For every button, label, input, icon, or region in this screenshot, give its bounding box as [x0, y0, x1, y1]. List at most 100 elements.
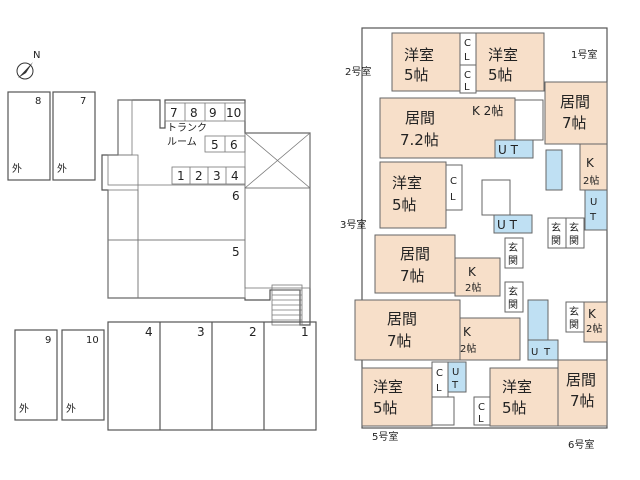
svg-text:玄: 玄	[551, 221, 561, 234]
svg-text:K: K	[588, 307, 597, 321]
svg-text:K: K	[468, 265, 477, 279]
parking-bays: 4 3 2 1	[107, 321, 317, 431]
svg-text:L: L	[464, 82, 470, 93]
unit2-bedroom-line2: 5帖	[404, 66, 429, 84]
svg-text:玄: 玄	[508, 285, 518, 298]
parking-spot-number: 9	[45, 335, 51, 346]
svg-text:C: C	[464, 38, 471, 49]
svg-text:U: U	[590, 197, 597, 208]
apartment-block: 洋室 5帖 CL CL 洋室 5帖 2号室 1号室 居間 7.2帖 K 2帖 U…	[340, 27, 608, 451]
trunk-room-label-line2: ルーム	[167, 136, 197, 148]
parking-bay-number: 3	[197, 325, 205, 339]
unit1-bedroom	[475, 32, 545, 92]
parking-bay-number: 2	[249, 325, 257, 339]
row-number: 6	[232, 189, 240, 203]
svg-text:K: K	[586, 156, 595, 170]
parking-bay-number: 1	[301, 325, 309, 339]
stairs	[271, 284, 303, 326]
unit2-living-line2: 7.2帖	[400, 131, 439, 149]
svg-text:C: C	[450, 176, 457, 187]
unit2-kitchen: K 2帖	[472, 103, 503, 118]
trunk-number: 10	[226, 106, 241, 120]
parking-spot-tag: 外	[66, 403, 76, 415]
unit5-bedroom	[361, 367, 433, 427]
parking-spot-number: 8	[35, 96, 41, 107]
svg-text:2帖: 2帖	[586, 322, 602, 335]
trunk-number: 9	[209, 106, 217, 120]
unit3-living-line2: 7帖	[400, 267, 425, 285]
unit1-living-line1: 居間	[560, 93, 590, 111]
trunk-number: 5	[211, 138, 219, 152]
trunk-room-label-line1: トランク	[167, 122, 207, 134]
unit5-bedroom-line1: 洋室	[373, 378, 403, 396]
parking-spot-number: 7	[80, 96, 86, 107]
unit3-living	[374, 234, 456, 294]
unit6-bedroom-line1: 洋室	[502, 378, 532, 396]
trunk-room-grid: 7 8 9 10 トランク ルーム 5 6 1 2 3 4	[164, 102, 246, 185]
trunk-number: 2	[195, 169, 203, 183]
unit3-bedroom-line1: 洋室	[392, 174, 422, 192]
svg-text:C: C	[436, 368, 443, 379]
svg-text:L: L	[436, 383, 442, 394]
svg-text:玄: 玄	[508, 241, 518, 254]
svg-text:L: L	[450, 192, 456, 203]
svg-text:2帖: 2帖	[583, 174, 599, 187]
unit3-ut: U T	[497, 218, 518, 232]
parking-spots-bottom: 9 外 10 外	[14, 329, 105, 421]
unit2-living-line1: 居間	[405, 109, 435, 127]
unit6-living-line1: 居間	[566, 371, 596, 389]
unit1-living-line2: 7帖	[562, 114, 587, 132]
unit5-bedroom-line2: 5帖	[373, 399, 398, 417]
trunk-number: 8	[190, 106, 198, 120]
svg-text:T: T	[543, 347, 551, 358]
unit3-living-line1: 居間	[400, 245, 430, 263]
unit2-name: 2号室	[345, 65, 371, 78]
svg-text:関: 関	[569, 319, 579, 331]
unit6-living-line2: 7帖	[570, 392, 595, 410]
svg-text:2帖: 2帖	[465, 281, 481, 294]
parking-spot-tag: 外	[57, 163, 67, 175]
common-building: 7 8 9 10 トランク ルーム 5 6 1 2 3 4 6 5	[101, 99, 311, 326]
unit4-living-line2: 7帖	[387, 332, 412, 350]
unit4-living	[354, 299, 461, 361]
svg-text:関: 関	[551, 235, 561, 247]
unit1-bedroom-line1: 洋室	[488, 46, 518, 64]
parking-spot-tag: 外	[12, 163, 22, 175]
trunk-number: 3	[213, 169, 221, 183]
svg-text:U: U	[452, 367, 459, 378]
unit2-living	[379, 97, 516, 159]
parking-bay-number: 4	[145, 325, 153, 339]
unit2-bedroom-line1: 洋室	[404, 46, 434, 64]
unit2-ut: U T	[498, 143, 519, 157]
svg-text:L: L	[464, 52, 470, 63]
unit1-name: 1号室	[571, 48, 597, 61]
row-number: 5	[232, 245, 240, 259]
svg-text:T: T	[451, 380, 459, 391]
trunk-number: 7	[170, 106, 178, 120]
trunk-number: 4	[231, 169, 239, 183]
unit1-living	[544, 81, 608, 145]
unit6-bedroom	[489, 367, 559, 427]
svg-text:U: U	[531, 347, 538, 358]
unit3-bedroom	[379, 161, 447, 229]
unit4-living-line1: 居間	[387, 310, 417, 328]
svg-text:C: C	[478, 402, 485, 413]
svg-text:C: C	[464, 70, 471, 81]
svg-text:関: 関	[569, 235, 579, 247]
parking-spots-top: 8 外 7 外	[7, 91, 96, 181]
unit6-bedroom-line2: 5帖	[502, 399, 527, 417]
unit6-name: 6号室	[568, 438, 594, 451]
parking-spot-tag: 外	[19, 403, 29, 415]
north-arrow-icon: N	[16, 50, 40, 80]
trunk-number: 6	[230, 138, 238, 152]
unit3-bedroom-line2: 5帖	[392, 196, 417, 214]
unit5-name: 5号室	[372, 430, 398, 443]
svg-text:T: T	[589, 212, 597, 223]
unit2-bedroom	[391, 32, 461, 92]
unit3-name: 3号室	[340, 218, 366, 231]
svg-text:関: 関	[508, 255, 518, 267]
trunk-number: 1	[177, 169, 185, 183]
svg-text:L: L	[478, 414, 484, 425]
svg-text:K: K	[463, 325, 472, 339]
